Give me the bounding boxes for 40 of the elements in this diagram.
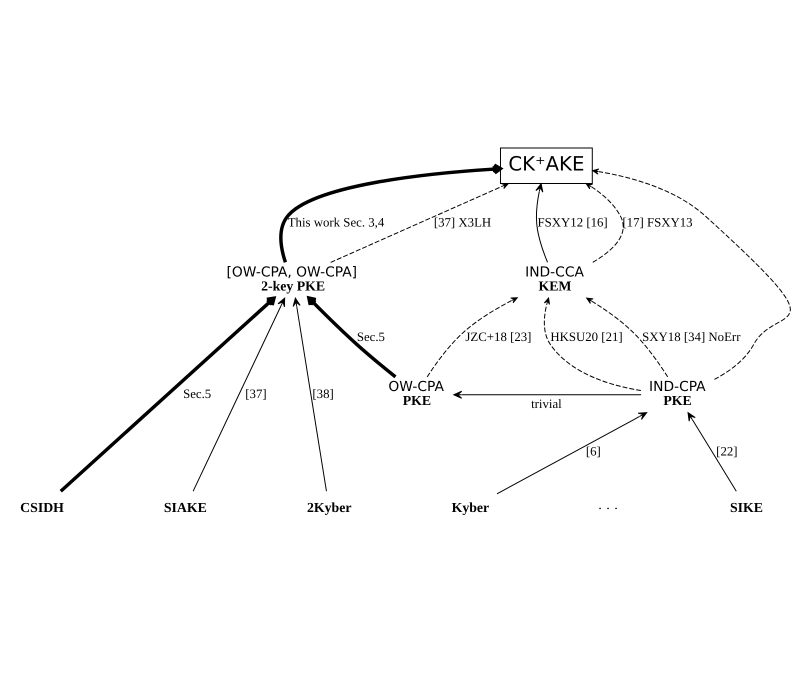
edge-label: [37] X3LH <box>434 215 492 230</box>
edge-label: JZC+18 [23] <box>465 330 532 344</box>
arrow <box>496 412 648 494</box>
edge-label: HKSU20 [21] <box>550 330 623 344</box>
node-text: SIAKE <box>164 500 207 515</box>
arrow <box>279 163 502 263</box>
edge-label: [22] <box>716 444 738 458</box>
label: · · · <box>598 500 618 516</box>
arrow <box>292 298 327 492</box>
edge-label: Sec.5 <box>356 330 385 344</box>
edge-label: Sec.5 <box>183 387 212 402</box>
arrow <box>453 390 642 399</box>
edge-label: [38] <box>312 387 334 402</box>
node-text: Kyber <box>452 500 490 515</box>
node-text: [OW-CPA, OW-CPA] 2-key PKE <box>226 264 358 294</box>
edge-label: SXY18 [34] NoErr <box>642 330 740 344</box>
arrow <box>192 298 286 492</box>
node-text: IND-CCA KEM <box>525 264 584 294</box>
node-text: IND-CPA PKE <box>649 379 706 408</box>
edge-label: [37] <box>245 387 267 402</box>
node-box: CK⁺AKE <box>500 147 593 184</box>
node-text: SIKE <box>730 500 764 515</box>
arrow <box>307 296 397 378</box>
arrow <box>330 183 509 263</box>
edge-label: trivial <box>531 396 562 411</box>
arrow <box>544 298 642 392</box>
edge-label: [6] <box>586 444 601 458</box>
arrow <box>535 183 548 263</box>
edge-label: FSXY12 [16] <box>538 215 608 230</box>
edge-label: [17] FSXY13 <box>622 215 693 230</box>
node-text: 2Kyber <box>306 500 352 515</box>
arrow <box>60 296 276 492</box>
arrow <box>586 183 624 263</box>
node-text: OW-CPA PKE <box>388 379 444 408</box>
arrow <box>688 412 737 492</box>
arrow <box>586 298 668 378</box>
node-text: CSIDH <box>20 500 64 515</box>
edge-label: This work Sec. 3,4 <box>288 215 384 230</box>
arrow <box>426 297 518 378</box>
arrow <box>592 168 791 380</box>
